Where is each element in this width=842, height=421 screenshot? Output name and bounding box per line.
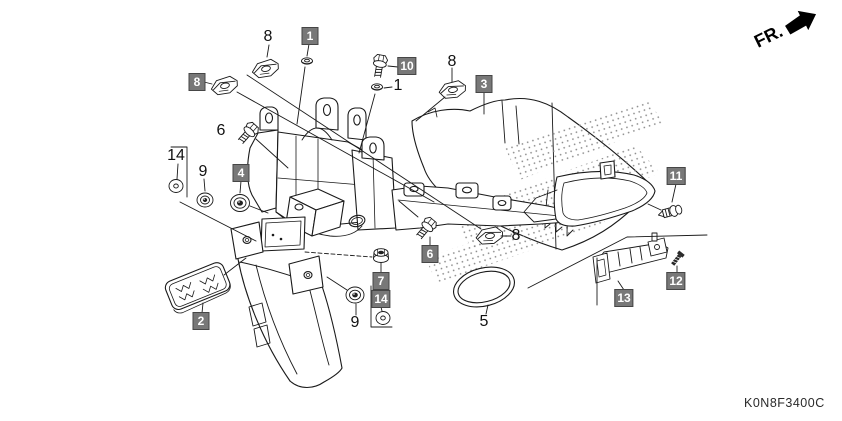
license-bracket-tray xyxy=(524,161,655,226)
fr-label: FR. xyxy=(751,21,786,52)
flange-bolt-6-upper xyxy=(235,120,260,146)
grommet-9-lower xyxy=(346,287,364,303)
grommet-1-right xyxy=(372,84,383,90)
part-code: K0N8F3400C xyxy=(744,396,825,410)
fr-direction-indicator: FR. xyxy=(751,10,817,52)
grommet-1-left xyxy=(302,58,313,64)
clip-nut-d xyxy=(475,226,504,246)
grommet-9-upper xyxy=(197,193,213,207)
flange-bolt-6-lower xyxy=(414,215,439,241)
fr-arrow-icon xyxy=(785,10,817,35)
clip-nut-b xyxy=(209,75,239,97)
washer-14-upper xyxy=(169,180,183,193)
harness-bracket-part xyxy=(593,233,668,283)
clip-nut-c xyxy=(438,80,467,100)
washer-14-lower xyxy=(376,312,390,325)
sensor-part xyxy=(657,204,683,221)
leader-lines xyxy=(171,44,707,327)
flange-bolt-10 xyxy=(371,54,389,78)
flange-nut-7 xyxy=(374,249,389,263)
reflector-part xyxy=(163,261,233,316)
mudguard-lower xyxy=(231,189,366,388)
grommet-4 xyxy=(231,195,250,212)
clip-nut-a xyxy=(250,58,280,80)
screw-part-12 xyxy=(671,250,685,266)
seal-ring-part xyxy=(449,261,518,313)
